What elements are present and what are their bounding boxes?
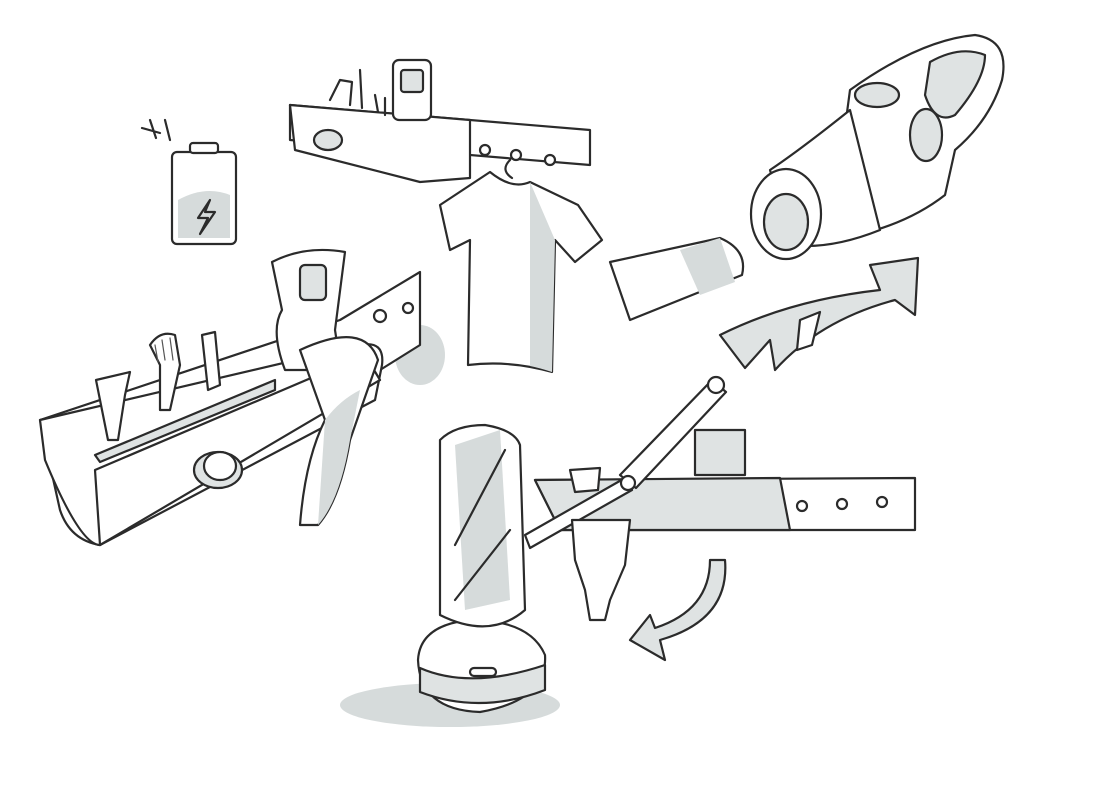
rotation-arrow-up: [718, 256, 920, 372]
t-shirt-on-hook: [438, 158, 604, 374]
upright-vacuum-dock: [340, 423, 560, 727]
folding-arm-rack: [523, 375, 917, 622]
handheld-vacuum-exploded: [608, 33, 1005, 322]
rotation-arrow-down: [628, 558, 727, 662]
wall-rack-large-with-attachments: [38, 248, 445, 547]
battery-charging-icon: [140, 118, 238, 246]
wall-rack-small: [288, 58, 592, 184]
